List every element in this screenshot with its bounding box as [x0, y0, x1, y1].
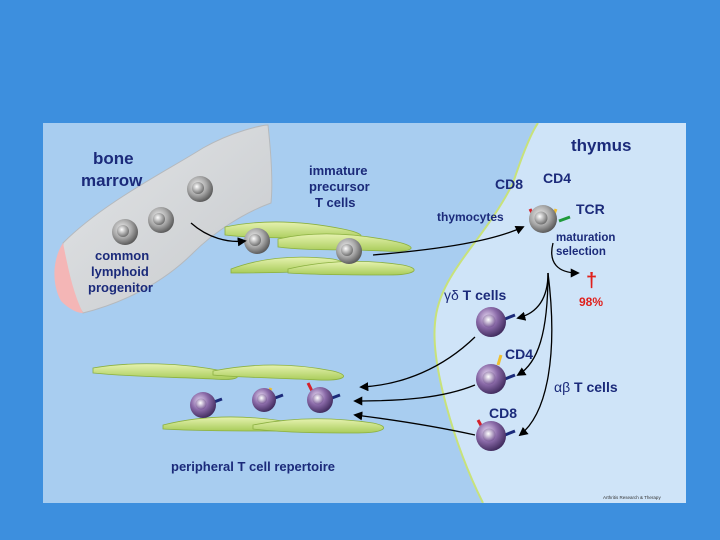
thymocyte-cell [528, 205, 571, 233]
cd8-marker [306, 382, 314, 392]
stromal-cell [212, 364, 345, 381]
precursor-cell [187, 176, 213, 202]
credit-text: Arthritis Research & Therapy [603, 495, 661, 500]
arrow-bone-to-precursor [190, 222, 247, 247]
t-cell-development-figure: bone marrow immature precursor T cells t… [43, 122, 686, 504]
label-thymus: thymus [571, 136, 631, 155]
precursor-cell [148, 207, 174, 233]
label-gd-t-cells: γδ T cells [444, 287, 506, 303]
label-tcr: TCR [576, 201, 605, 217]
label-thymocytes: thymocytes [437, 210, 504, 224]
gd-t-cell [476, 307, 516, 337]
label-lymphoid: lymphoid [91, 264, 149, 279]
label-bone: bone [93, 149, 134, 168]
precursor-cells [112, 176, 362, 264]
label-cd4-top: CD4 [543, 170, 571, 186]
diagram-canvas: bone marrow immature precursor T cells t… [54, 122, 686, 504]
tcr-marker [331, 393, 341, 400]
tcr-marker [504, 313, 516, 321]
stromal-cells-periphery [92, 363, 385, 434]
label-98-percent: 98% [579, 295, 603, 309]
arrow-gd-to-periphery [359, 336, 476, 392]
label-ab-t-cells: αβ T cells [554, 379, 618, 395]
label-cd8-top: CD8 [495, 176, 523, 192]
bone-marrow-tip [54, 243, 83, 313]
tcr-marker [558, 215, 571, 223]
label-selection: selection [556, 246, 606, 258]
arrows [190, 222, 580, 437]
label-t-cells-precursor: T cells [315, 195, 355, 210]
label-peripheral-repertoire: peripheral T cell repertoire [171, 459, 335, 474]
arrow-cd4-to-periphery [353, 384, 476, 406]
label-cd4-mid: CD4 [505, 346, 533, 362]
label-immature: immature [309, 163, 368, 178]
precursor-cell [336, 238, 362, 264]
precursor-cell [244, 228, 270, 254]
tcr-marker [274, 393, 284, 400]
thymus-region [434, 123, 686, 503]
stromal-cell [287, 261, 415, 276]
label-marrow: marrow [81, 171, 143, 190]
stromal-cell [92, 363, 238, 380]
peripheral-t-cell [252, 387, 284, 412]
arrow-to-cd8 [518, 272, 553, 437]
label-cd8-low: CD8 [489, 405, 517, 421]
peripheral-t-cell [190, 392, 223, 418]
arrow-cd8-to-periphery [353, 411, 476, 436]
arrow-precursor-to-thymocyte [372, 225, 525, 256]
arrow-maturation [551, 242, 580, 278]
cd4-marker [496, 354, 503, 366]
cd8-t-cell [476, 419, 516, 451]
label-common: common [95, 248, 149, 263]
label-maturation: maturation [556, 232, 615, 244]
label-progenitor: progenitor [88, 280, 153, 295]
labels: bone marrow immature precursor T cells t… [81, 136, 631, 474]
arrow-to-cd4 [516, 272, 549, 376]
thymus-boundary [433, 122, 539, 504]
tcr-marker [504, 373, 516, 381]
label-precursor: precursor [309, 179, 370, 194]
label-death-dagger: † [586, 270, 597, 292]
stromal-cell [252, 418, 385, 434]
cd4-t-cell [476, 354, 516, 394]
tcr-marker [504, 429, 516, 437]
peripheral-t-cell [306, 382, 341, 413]
precursor-cell [112, 219, 138, 245]
